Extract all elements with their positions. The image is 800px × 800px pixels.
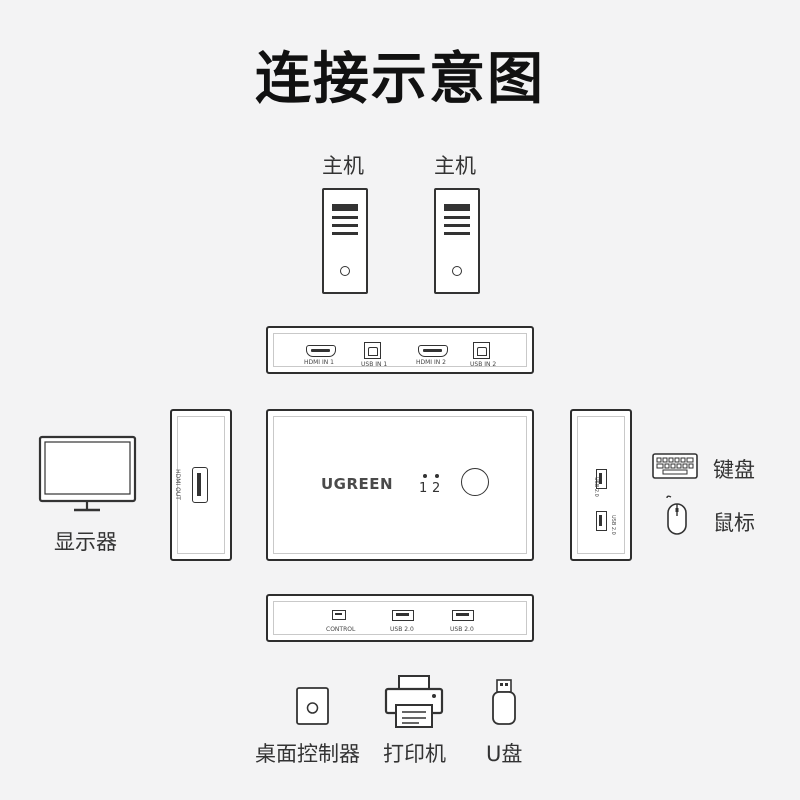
channel-2-led	[435, 474, 439, 478]
host-2-tower-icon	[434, 188, 480, 294]
host-1-tower-icon	[322, 188, 368, 294]
usb-port-bottom-2-label: USB 2.0	[450, 626, 474, 633]
usb-port-bottom-1-icon	[392, 610, 414, 621]
desktop-controller-label: 桌面控制器	[255, 742, 360, 766]
page-title: 连接示意图	[255, 47, 545, 112]
hdmi-in-2-label: HDMI IN 2	[416, 359, 446, 366]
channel-2-label: 2	[432, 481, 441, 496]
kvm-right-panel: USB 2.0 USB 2.0	[570, 409, 632, 561]
mouse-icon	[666, 495, 687, 535]
monitor-icon	[38, 435, 137, 512]
usb-port-1-label: USB 2.0	[593, 477, 599, 497]
usb-port-2-label: USB 2.0	[610, 515, 616, 535]
hdmi-out-label: HDMI OUT	[173, 469, 181, 500]
brand-logo: UGREEN	[321, 475, 394, 493]
kvm-bottom-panel: CONTROL USB 2.0 USB 2.0	[266, 594, 534, 642]
printer-label: 打印机	[383, 742, 446, 766]
usb-port-bottom-2-icon	[452, 610, 474, 621]
channel-1-led	[423, 474, 427, 478]
usb-in-1-label: USB IN 1	[361, 361, 388, 368]
usb-keyboard-port-icon	[596, 469, 607, 489]
host-2-label: 主机	[434, 154, 476, 178]
control-port-label: CONTROL	[326, 626, 356, 633]
monitor-label: 显示器	[54, 530, 117, 554]
switch-button[interactable]	[461, 468, 489, 496]
usb-mouse-port-icon	[596, 511, 607, 531]
hdmi-in-1-label: HDMI IN 1	[304, 359, 334, 366]
host-1-label: 主机	[322, 154, 364, 178]
keyboard-icon	[652, 453, 698, 479]
hdmi-out-port-icon	[192, 467, 208, 503]
kvm-left-panel: HDMI OUT	[170, 409, 232, 561]
usb-in-2-label: USB IN 2	[470, 361, 497, 368]
channel-1-label: 1	[419, 481, 428, 496]
usb-drive-label: U盘	[486, 742, 523, 766]
usb-in-1-port-icon	[364, 342, 381, 359]
usb-port-bottom-1-label: USB 2.0	[390, 626, 414, 633]
mouse-label: 鼠标	[713, 511, 755, 535]
hdmi-in-2-port-icon	[418, 345, 448, 357]
usb-drive-icon	[492, 679, 516, 725]
control-port-icon	[332, 610, 346, 620]
printer-icon	[384, 675, 444, 728]
desktop-controller-icon	[296, 687, 329, 725]
kvm-rear-panel: HDMI IN 1 USB IN 1 HDMI IN 2 USB IN 2	[266, 326, 534, 374]
keyboard-label: 键盘	[713, 458, 755, 482]
usb-in-2-port-icon	[473, 342, 490, 359]
hdmi-in-1-port-icon	[306, 345, 336, 357]
kvm-front-panel: UGREEN 1 2	[266, 409, 534, 561]
